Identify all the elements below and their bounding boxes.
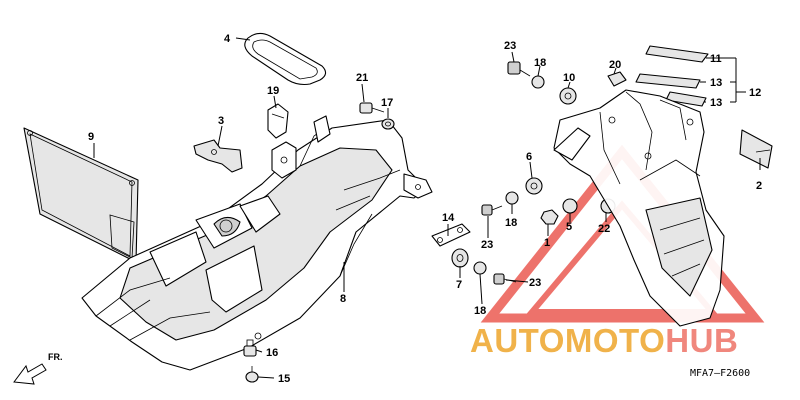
callout-23-mid: 23 [481, 239, 493, 251]
part-collar-18-lower [473, 261, 487, 275]
callout-labels: 9 3 4 19 21 17 8 16 15 14 7 18 23 23 18 … [88, 33, 762, 385]
callout-20: 20 [609, 59, 621, 71]
callout-10: 10 [563, 72, 575, 84]
callout-16: 16 [266, 347, 278, 359]
part-bolt-21 [359, 102, 385, 114]
callout-18-mid: 18 [505, 217, 517, 229]
watermark-part1: AUTOMOTO [470, 322, 665, 359]
part-bolt-15 [245, 366, 259, 383]
part-strip-13-upper [635, 73, 701, 89]
part-bolt-23-mid [481, 204, 503, 216]
part-strip-13-lower [665, 91, 707, 107]
part-flap-plate [23, 127, 139, 263]
callout-18-lower: 18 [474, 305, 486, 317]
part-license-bracket [553, 89, 725, 327]
callout-22: 22 [598, 223, 610, 235]
callout-14: 14 [442, 212, 455, 224]
callout-23-top: 23 [504, 40, 516, 52]
callout-3: 3 [218, 115, 224, 127]
callout-15: 15 [278, 373, 290, 385]
part-clip-20 [607, 71, 627, 87]
front-direction-label: FR. [48, 352, 63, 362]
part-collar-17 [381, 118, 395, 130]
callout-13-lower: 13 [710, 97, 722, 109]
callout-12: 12 [749, 87, 761, 99]
front-direction-arrow-icon [13, 363, 47, 385]
watermark-text: AUTOMOTOHUB [470, 322, 738, 359]
part-grommet-10 [559, 87, 577, 105]
callout-5: 5 [566, 221, 572, 233]
part-bolt-23-lower [493, 273, 517, 285]
callout-11: 11 [710, 53, 722, 65]
part-rubber-band [244, 32, 327, 86]
watermark-part2: HUB [665, 322, 738, 359]
part-collar-18-mid [505, 191, 519, 205]
callout-21: 21 [356, 72, 368, 84]
part-bolt-23-top [507, 61, 531, 77]
part-clip [267, 103, 289, 139]
part-strip-11 [645, 45, 709, 63]
part-bolt-16 [243, 339, 257, 357]
part-nut-1 [540, 209, 559, 225]
part-rear-fender [81, 115, 433, 371]
callout-18-top: 18 [534, 57, 546, 69]
svg-text:AUTOMOTOHUB: AUTOMOTOHUB [470, 322, 738, 359]
part-license-light [739, 129, 773, 169]
callout-13-upper: 13 [710, 77, 722, 89]
diagram-code: MFA7–F2600 [690, 368, 750, 379]
callout-2: 2 [756, 180, 762, 192]
part-small-bracket [431, 223, 471, 247]
callout-9: 9 [88, 131, 94, 143]
callout-8: 8 [340, 293, 346, 305]
callout-23-lower: 23 [529, 277, 541, 289]
callout-1: 1 [544, 237, 550, 249]
part-grommet-6 [525, 177, 543, 195]
callout-17: 17 [381, 97, 393, 109]
callout-19: 19 [267, 85, 279, 97]
callout-7: 7 [456, 279, 462, 291]
part-grommet-5 [562, 198, 578, 214]
callout-6: 6 [526, 151, 532, 163]
leader-lines [93, 37, 761, 379]
callout-4: 4 [224, 33, 231, 45]
part-bracket [193, 139, 243, 173]
part-collar-18-top [531, 75, 545, 89]
part-grommet-7 [451, 248, 469, 268]
